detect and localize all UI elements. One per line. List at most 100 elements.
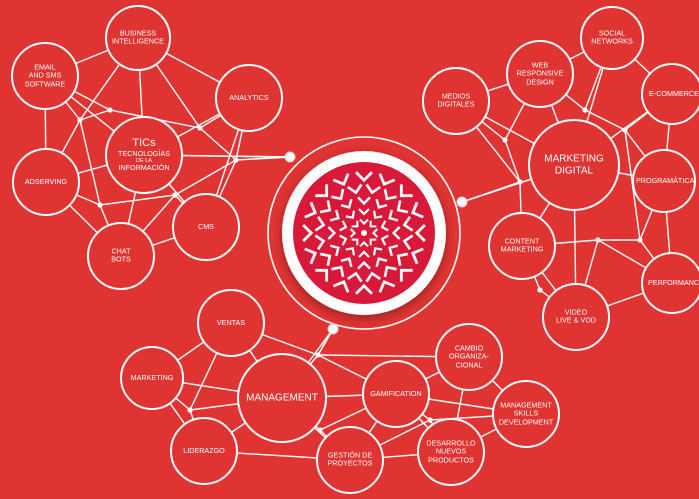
flower-chevron: [388, 209, 399, 222]
hub-anchor-dot: [327, 323, 339, 335]
node-label-web-responsive-design[interactable]: Web Responsive Design: [517, 60, 564, 87]
label-line: Bots: [111, 255, 131, 264]
node-circles: [11, 5, 699, 494]
junction-dot: [97, 202, 103, 208]
node-label-marketing[interactable]: Marketing: [131, 373, 174, 382]
junction-dot: [622, 127, 628, 133]
junction-dot: [172, 192, 178, 198]
label-line: Networks: [591, 37, 633, 46]
flower-chevron: [359, 218, 369, 226]
node-label-video-live-vod[interactable]: Video Live & VOD: [556, 308, 596, 326]
node-label-tics-center[interactable]: TICs Tecnologías de la Información: [118, 137, 170, 173]
node-circle-email: [11, 42, 79, 110]
label-line: cional: [455, 360, 483, 370]
node-label-cms[interactable]: CMS: [198, 221, 214, 231]
flower-chevron: [396, 252, 409, 266]
label-line: Analytics: [229, 92, 269, 102]
node-label-programatica[interactable]: Programática: [636, 175, 695, 185]
node-label-medios-digitales[interactable]: Medios Digitales: [437, 92, 475, 110]
flower-chevron: [329, 209, 340, 222]
node-label-ventas[interactable]: Ventas: [217, 318, 245, 327]
flower-chevron: [331, 188, 345, 201]
connection-line: [199, 127, 237, 161]
label-line: Chat: [111, 246, 131, 256]
flower-chevron: [357, 196, 371, 206]
node-label-email-sms-software[interactable]: Email and SMS Software: [24, 63, 66, 89]
label-line: Programática: [636, 175, 695, 185]
flower-chevron: [391, 226, 401, 240]
node-label-chat-bots[interactable]: Chat Bots: [111, 246, 131, 265]
node-label-adserving[interactable]: Adserving: [25, 177, 67, 186]
label-line: Web: [531, 60, 549, 70]
label-line: Productos: [428, 455, 474, 465]
label-line: Tecnologías: [118, 148, 170, 158]
node-label-gamification[interactable]: Gamification: [370, 389, 421, 398]
connection-line: [584, 109, 626, 131]
hub-anchor-dot: [456, 196, 468, 208]
node-circle-cambio: [435, 323, 503, 391]
flower-chevron: [375, 198, 388, 209]
node-circle-video: [542, 283, 610, 351]
flower-chevron: [351, 238, 359, 246]
label-line: Digitales: [437, 100, 475, 109]
junction-dot: [595, 237, 601, 243]
node-label-liderazgo[interactable]: Liderazgo: [183, 446, 225, 455]
flower-chevron: [399, 184, 413, 198]
node-label-management-center[interactable]: Management: [246, 392, 318, 404]
geometric-flower-icon: [302, 171, 426, 295]
flower-chevron: [345, 247, 356, 256]
label-line: Design: [526, 77, 554, 87]
node-circle-web: [506, 40, 574, 108]
label-line: Información: [118, 163, 170, 173]
label-line: CMS: [198, 221, 214, 231]
node-label-social-networks[interactable]: Social Networks: [591, 29, 633, 47]
node-circle-management: [237, 353, 327, 443]
flower-chevron: [332, 173, 350, 187]
label-line: Content: [504, 236, 540, 246]
flower-chevron: [378, 173, 396, 187]
flower-chevron: [319, 200, 332, 214]
label-line: Marketing: [544, 153, 604, 165]
flower-chevron: [315, 268, 329, 282]
node-circle-content: [488, 212, 556, 280]
label-line: Performance: [648, 277, 699, 287]
flower-chevron: [329, 244, 340, 257]
flower-chevron: [358, 208, 370, 216]
node-label-content-marketing[interactable]: Content Marketing: [501, 236, 544, 255]
junction-dot: [197, 125, 203, 131]
flower-chevron: [396, 200, 409, 214]
node-label-cambio-organizacional[interactable]: Cambio Organiza- cional: [449, 344, 489, 370]
node-circle-performance: [641, 252, 699, 314]
flower-chevron: [327, 226, 337, 240]
junction-dot: [427, 417, 433, 423]
node-label-performance[interactable]: Performance: [648, 277, 699, 287]
junction-dot: [582, 107, 588, 113]
node-label-management-skills-development[interactable]: Management Skills Development: [499, 401, 553, 427]
connection-line: [174, 159, 237, 196]
node-circle-desarrollo: [417, 418, 485, 486]
node-label-e-commerce[interactable]: E-Commerce: [649, 89, 699, 98]
node-label-business-intelligence[interactable]: Business Intelligence: [112, 29, 164, 47]
node-label-marketing-digital-center[interactable]: Marketing Digital: [544, 154, 603, 177]
node-label-desarrollo-nuevos-productos[interactable]: Desarrollo Nuevos Productos: [426, 439, 475, 465]
flower-chevron: [399, 268, 413, 282]
flower-chevron: [347, 183, 363, 195]
node-circle-business: [105, 5, 171, 71]
label-line: Gestión de: [327, 450, 373, 460]
junction-dot: [502, 137, 508, 143]
hub-anchor-dot: [284, 151, 296, 163]
junction-dot: [77, 117, 83, 123]
node-label-analytics[interactable]: Analytics: [229, 92, 269, 102]
label-line: Nuevos: [435, 446, 467, 456]
flower-chevron: [383, 265, 397, 278]
flower-chevron: [372, 247, 383, 256]
node-circle-chatbots: [87, 222, 155, 290]
flower-chevron: [302, 224, 314, 242]
flower-chevron: [339, 234, 348, 246]
label-line: Organiza-: [449, 351, 489, 361]
flower-chevron: [410, 201, 424, 219]
node-label-gestion-de-proyectos[interactable]: Gestión de Proyectos: [327, 450, 373, 469]
flower-chevron: [402, 216, 414, 232]
flower-chevron: [349, 228, 357, 238]
label-line: Software: [24, 79, 66, 89]
